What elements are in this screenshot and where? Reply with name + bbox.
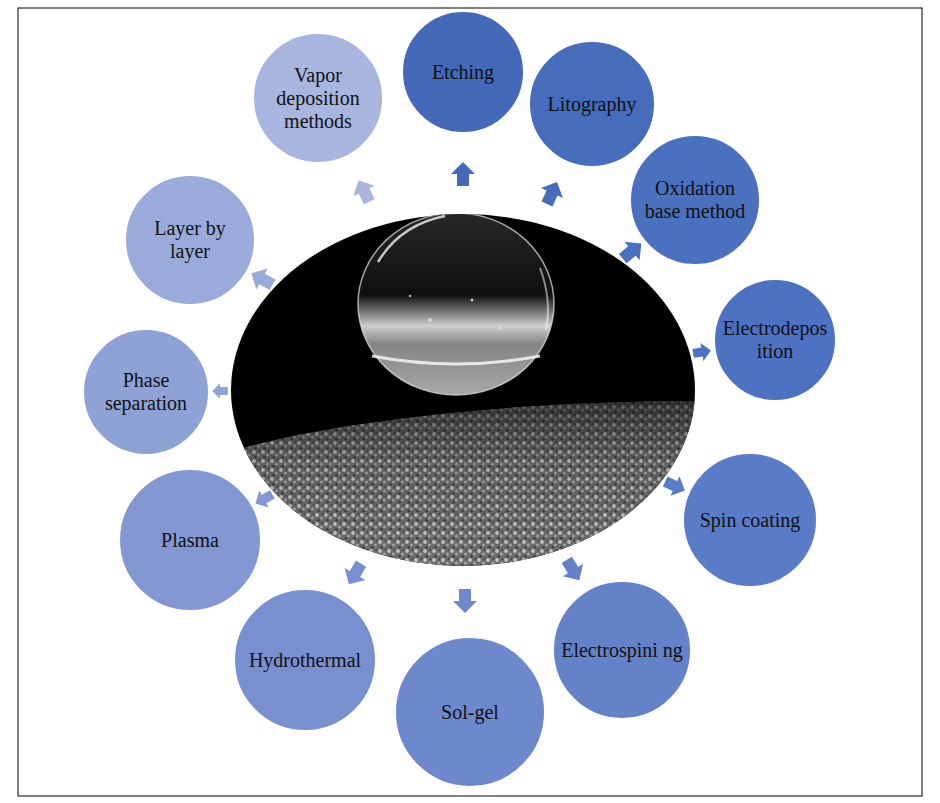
method-label: Hydrothermal [249, 649, 361, 672]
arrow [246, 263, 279, 296]
arrow [339, 558, 372, 591]
method-circle: Electrospini ng [552, 580, 692, 720]
circle-shape [253, 33, 383, 163]
method-label: Plasma [161, 529, 219, 552]
arrow [536, 177, 568, 209]
circle-shape [83, 329, 209, 455]
circle-shape [714, 279, 836, 401]
arrow [451, 162, 475, 186]
method-label: Electrospini ng [561, 639, 683, 662]
frame [18, 8, 922, 796]
circle-shape [630, 135, 760, 265]
method-circle: Phase separation [82, 328, 210, 456]
method-label: Phase separation [90, 369, 202, 415]
method-label: Litography [548, 93, 637, 116]
method-circle: Electrodepos ition [713, 278, 837, 402]
method-label: Vapor deposition methods [260, 64, 376, 133]
method-circle: Sol-gel [394, 636, 546, 788]
circle-shape [683, 453, 817, 587]
arrow [251, 486, 277, 512]
circle-shape [529, 41, 655, 167]
method-label: Layer by layer [132, 217, 248, 263]
arrow [661, 472, 690, 501]
arrow [348, 175, 380, 207]
method-circle: Etching [401, 10, 525, 134]
circle-shape [553, 581, 691, 719]
circle-shape [402, 11, 524, 133]
arrow [212, 383, 228, 399]
circle-shape [395, 637, 545, 787]
method-circle: Plasma [118, 468, 262, 612]
method-label: Etching [432, 61, 494, 84]
arrow [692, 342, 713, 363]
method-circle: Oxidation base method [629, 134, 761, 266]
arrow [557, 554, 590, 587]
method-circle: Vapor deposition methods [252, 32, 384, 164]
method-label: Electrodepos ition [721, 317, 829, 363]
method-circle: Spin coating [682, 452, 818, 588]
circle-shape [119, 469, 261, 611]
method-circle: Hydrothermal [233, 588, 377, 732]
droplet-photo [220, 200, 712, 580]
arrow [453, 589, 477, 613]
method-label: Oxidation base method [637, 177, 753, 223]
circle-shape [234, 589, 376, 731]
method-label: Sol-gel [441, 701, 499, 724]
method-label: Spin coating [700, 509, 801, 532]
circle-shape [125, 175, 255, 305]
method-circle: Litography [528, 40, 656, 168]
method-circle: Layer by layer [124, 174, 256, 306]
